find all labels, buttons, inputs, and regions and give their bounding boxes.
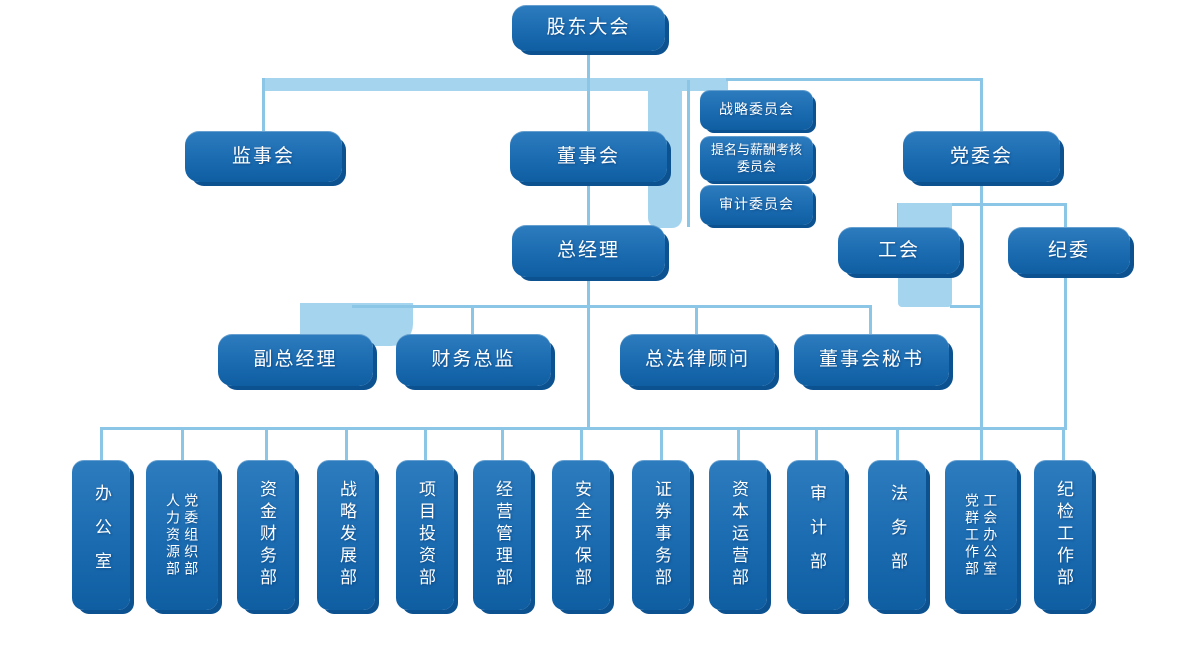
connector-committee-spine [687,80,690,227]
node-labor-union: 工会 [838,227,960,274]
node-dept-capital-operation: 资本运营部 [709,460,767,610]
connector-drop-supervisory [262,78,265,132]
connector-band-top [263,78,728,91]
dept-finance-label: 资金财务部 [257,480,277,590]
connector-drop-dept-8 [660,427,663,460]
cfo-label: 财务总监 [431,349,516,371]
node-shareholders-meeting: 股东大会 [512,5,665,51]
strategy-committee-label: 战略委员会 [719,101,794,118]
dept-capital-operation-label: 资本运营部 [729,480,749,590]
node-dept-strategy-development: 战略发展部 [317,460,375,610]
node-dept-safety-environment: 安全环保部 [552,460,610,610]
connector-exec-rail [352,305,872,308]
node-strategy-committee: 战略委员会 [700,90,813,130]
dept-party-organization-hr-label: 党委组织部 人力资源部 [165,492,200,578]
connector-drop-cfo [471,305,474,335]
connector-drop-dept-13 [1062,427,1065,460]
connector-union-link [950,305,983,308]
node-dept-securities-affairs: 证券事务部 [632,460,690,610]
shareholders-meeting-label: 股东大会 [546,17,631,39]
node-general-manager: 总经理 [512,225,665,277]
node-discipline-committee: 纪委 [1008,227,1130,274]
node-dept-discipline-inspection: 纪检工作部 [1034,460,1092,610]
node-board-secretary: 董事会秘书 [794,334,949,386]
connector-drop-dept-1 [100,427,103,460]
labor-union-label: 工会 [877,239,920,261]
connector-drop-dept-7 [580,427,583,460]
board-of-directors-label: 董事会 [556,145,620,167]
discipline-committee-label: 纪委 [1047,239,1090,261]
connector-drop-discipline [1064,203,1067,229]
dept-legal-label: 法务部 [888,484,908,586]
node-dept-union-office-party-mass: 工会办公室 党群工作部 [945,460,1017,610]
general-manager-label: 总经理 [556,240,620,262]
dept-union-office-party-mass-label: 工会办公室 党群工作部 [964,492,999,578]
dept-securities-affairs-label: 证券事务部 [652,480,672,590]
connector-discipline-down [1064,274,1067,430]
node-dept-project-investment: 项目投资部 [396,460,454,610]
nomination-remuneration-committee-label: 提名与薪酬考核 委员会 [710,142,802,174]
connector-drop-dept-5 [424,427,427,460]
dept-safety-environment-label: 安全环保部 [572,480,592,590]
connector-board-gm [587,182,590,225]
chief-legal-counsel-label: 总法律顾问 [644,349,750,371]
node-board-of-directors: 董事会 [510,131,667,182]
dept-discipline-inspection-label: 纪检工作部 [1054,480,1074,590]
node-deputy-general-manager: 副总经理 [218,334,373,386]
connector-drop-secretary [869,305,872,335]
connector-drop-dept-6 [501,427,504,460]
connector-drop-dept-2 [181,427,184,460]
node-supervisory-board: 监事会 [185,131,342,182]
dept-project-investment-label: 项目投资部 [416,480,436,590]
connector-drop-dept-12 [980,427,983,460]
dept-audit-label: 审计部 [807,484,827,586]
node-audit-committee: 审计委员会 [700,185,813,225]
connector-drop-legal [695,305,698,335]
dept-office-label: 办公室 [92,484,112,586]
dept-operation-management-label: 经营管理部 [493,480,513,590]
node-dept-office: 办公室 [72,460,130,610]
connector-drop-party [980,78,983,132]
node-dept-legal: 法务部 [868,460,926,610]
supervisory-board-label: 监事会 [231,145,295,167]
audit-committee-label: 审计委员会 [719,196,794,213]
connector-party-down [980,182,983,206]
connector-gm-bottom [587,277,590,428]
node-cfo: 财务总监 [396,334,551,386]
dept-strategy-development-label: 战略发展部 [337,480,357,590]
connector-top-right [726,78,983,81]
node-dept-audit: 审计部 [787,460,845,610]
connector-drop-dept-9 [737,427,740,460]
node-party-committee: 党委会 [903,131,1060,182]
node-dept-party-organization-hr: 党委组织部 人力资源部 [146,460,218,610]
connector-drop-dept-10 [815,427,818,460]
node-dept-operation-management: 经营管理部 [473,460,531,610]
node-dept-finance: 资金财务部 [237,460,295,610]
board-secretary-label: 董事会秘书 [818,349,924,371]
node-chief-legal-counsel: 总法律顾问 [620,334,775,386]
deputy-general-manager-label: 副总经理 [253,349,338,371]
connector-shareholders-board [587,48,590,131]
connector-right-main [980,203,983,430]
node-nomination-remuneration-committee: 提名与薪酬考核 委员会 [700,136,813,181]
connector-drop-dept-4 [345,427,348,460]
party-committee-label: 党委会 [949,145,1013,167]
connector-drop-dept-11 [896,427,899,460]
connector-drop-dept-3 [265,427,268,460]
